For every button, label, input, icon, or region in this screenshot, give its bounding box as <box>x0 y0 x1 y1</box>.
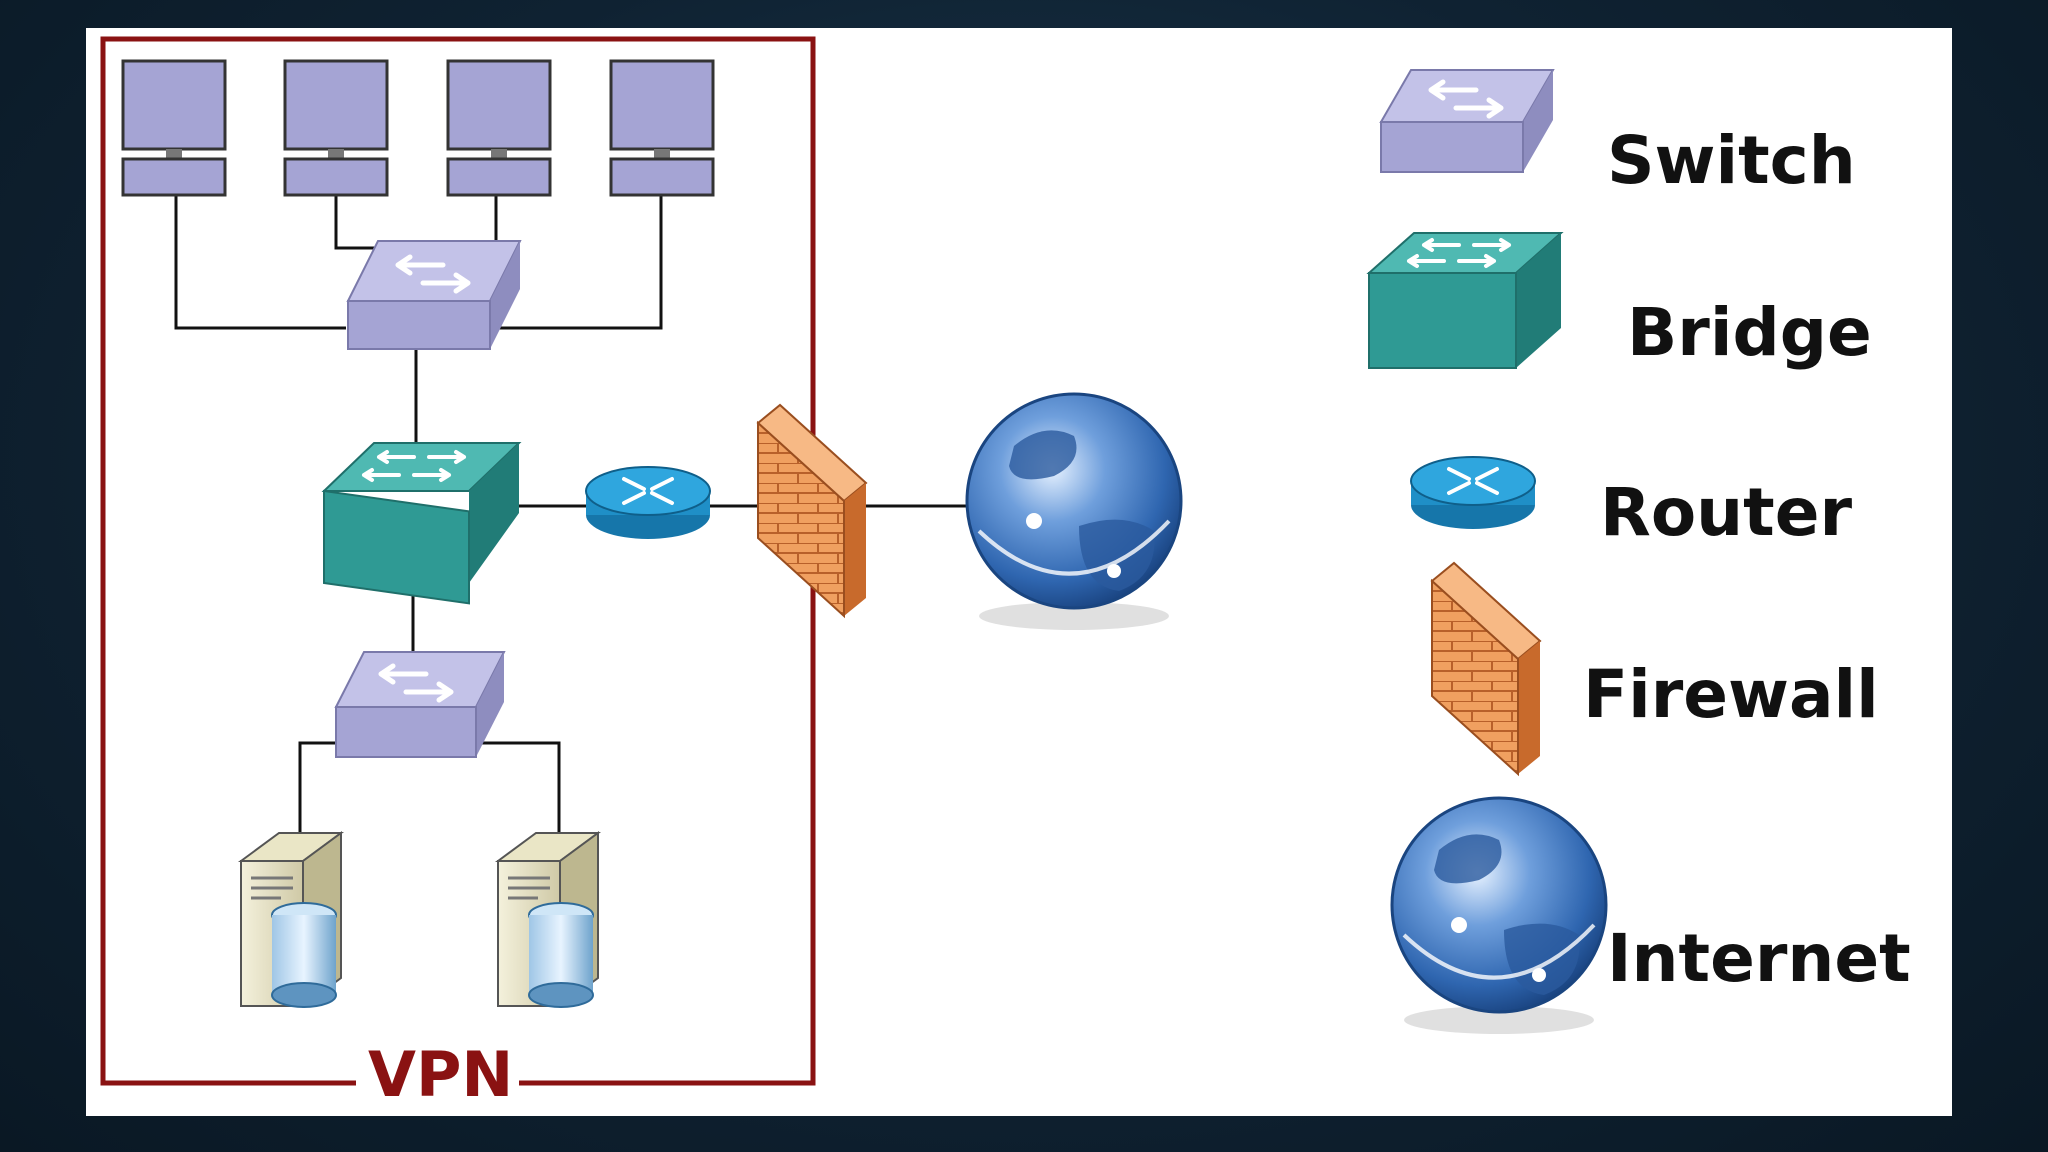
link-switch2-server2 <box>476 743 559 836</box>
pc-icon <box>123 61 225 195</box>
legend-label-bridge: Bridge <box>1627 300 1872 366</box>
router-icon <box>586 467 710 539</box>
firewall-icon <box>758 405 866 616</box>
server-icon <box>241 833 341 1007</box>
link-pc3-switch <box>466 196 496 243</box>
bridge-icon <box>1369 233 1561 368</box>
vpn-label: VPN <box>362 1044 519 1106</box>
legend-label-internet: Internet <box>1607 926 1911 992</box>
switch-icon <box>348 241 520 349</box>
globe-icon <box>967 394 1181 630</box>
legend-label-router: Router <box>1600 480 1852 546</box>
bridge-icon <box>324 443 519 603</box>
switch-icon <box>336 652 504 757</box>
legend-label-switch: Switch <box>1607 128 1856 194</box>
globe-icon <box>1392 798 1606 1034</box>
firewall-icon <box>1432 563 1540 774</box>
switch-icon <box>1381 70 1553 172</box>
link-pc1-switch <box>176 196 346 328</box>
pc-icon <box>285 61 387 195</box>
pc-icon <box>611 61 713 195</box>
router-icon <box>1411 457 1535 529</box>
link-switch2-server1 <box>300 743 336 836</box>
pc-icon <box>448 61 550 195</box>
diagram-panel: VPN Switch Bridge Router Firewall Intern… <box>86 28 1952 1116</box>
legend-label-firewall: Firewall <box>1583 662 1879 728</box>
server-icon <box>498 833 598 1007</box>
